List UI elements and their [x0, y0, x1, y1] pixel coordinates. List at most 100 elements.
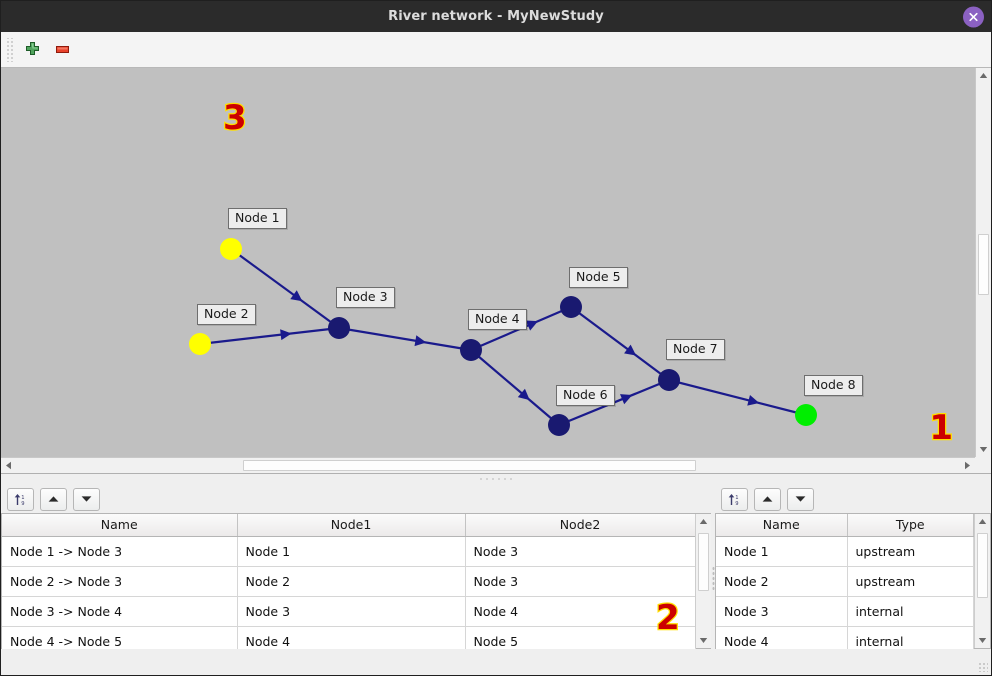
node-node5[interactable] — [560, 296, 582, 318]
node-node8[interactable] — [795, 404, 817, 426]
add-node-button[interactable] — [17, 36, 47, 64]
reaches-scroll-down-button[interactable] — [696, 633, 711, 648]
window-title: River network - MyNewStudy — [388, 9, 604, 24]
reaches-col-node2[interactable]: Node2 — [465, 514, 696, 537]
nodes-col-name[interactable]: Name — [716, 514, 848, 537]
reaches-scroll-up-button[interactable] — [696, 514, 711, 529]
nodes-scroll-down-button[interactable] — [975, 633, 990, 648]
reaches-toolbar: 1 9 — [1, 483, 711, 513]
table-row-cell[interactable]: Node 1 — [237, 536, 466, 567]
node-node1[interactable] — [220, 238, 242, 260]
table-row-cell[interactable]: Node 1 -> Node 3 — [2, 536, 238, 567]
table-row-cell[interactable]: Node 2 -> Node 3 — [2, 566, 238, 597]
node-node7[interactable] — [658, 369, 680, 391]
canvas-hscroll-thumb[interactable] — [242, 460, 696, 471]
node-node4[interactable] — [460, 339, 482, 361]
move-up-icon — [48, 496, 59, 502]
table-row-cell[interactable]: Node 3 — [716, 596, 848, 627]
scroll-right-button[interactable] — [960, 458, 975, 473]
node-label-node3[interactable]: Node 3 — [336, 287, 395, 308]
remove-node-button[interactable] — [47, 36, 77, 64]
close-window-button[interactable] — [963, 6, 984, 27]
network-graph — [189, 238, 817, 436]
canvas-vertical-scrollbar[interactable] — [975, 68, 991, 457]
scroll-left-button[interactable] — [1, 458, 16, 473]
node-node6[interactable] — [548, 414, 570, 436]
node-label-node2[interactable]: Node 2 — [197, 304, 256, 325]
edge-Node3-Node4[interactable] — [338, 326, 472, 352]
edge-arrow-icon — [280, 329, 292, 341]
chevron-up-icon — [699, 519, 708, 524]
reaches-table-scrollbar[interactable] — [695, 514, 711, 648]
node-label-node7[interactable]: Node 7 — [666, 339, 725, 360]
node-label-node4[interactable]: Node 4 — [468, 309, 527, 330]
node-label-node8[interactable]: Node 8 — [804, 375, 863, 396]
edge-arrow-icon — [290, 290, 303, 302]
reaches-move-down-button[interactable] — [73, 487, 100, 511]
node-label-node1[interactable]: Node 1 — [228, 208, 287, 229]
table-row-cell[interactable]: Node 2 — [237, 566, 466, 597]
edge-arrow-icon — [525, 320, 539, 331]
reaches-col-name[interactable]: Name — [2, 514, 238, 537]
edge-Node2-Node3[interactable] — [199, 326, 340, 346]
table-row-cell[interactable]: internal — [847, 596, 974, 627]
vertical-splitter[interactable] — [711, 483, 715, 675]
edge-Node4-Node6[interactable] — [470, 349, 560, 426]
horizontal-splitter[interactable] — [1, 474, 991, 483]
node-label-node5[interactable]: Node 5 — [569, 267, 628, 288]
scrollbar-corner — [975, 457, 991, 473]
table-row-cell[interactable]: Node 2 — [716, 566, 848, 597]
scroll-up-button[interactable] — [976, 68, 991, 83]
table-row-cell[interactable]: Node 3 -> Node 4 — [2, 596, 238, 627]
nodes-col-type[interactable]: Type — [847, 514, 974, 537]
reaches-move-up-button[interactable] — [40, 487, 67, 511]
nodes-table-scrollbar[interactable] — [974, 514, 990, 648]
diagram-panel: Node 1 Node 2 Node 3 Node 4 Node 5 Node 6 Node… — [1, 68, 991, 474]
table-row-cell[interactable]: Node 3 — [237, 596, 466, 627]
node-node3[interactable] — [328, 317, 350, 339]
table-row-cell[interactable]: Node 4 — [465, 596, 696, 627]
reaches-scroll-thumb[interactable] — [698, 533, 709, 592]
nodes-move-up-button[interactable] — [754, 487, 781, 511]
node-label-node6[interactable]: Node 6 — [556, 385, 615, 406]
canvas-horizontal-scrollbar[interactable] — [1, 457, 975, 473]
canvas-hscroll-track[interactable] — [16, 458, 960, 473]
chevron-left-icon — [6, 461, 11, 470]
edge-Node5-Node7[interactable] — [570, 306, 670, 381]
table-row-cell[interactable]: Node 3 — [465, 536, 696, 567]
reaches-col-node1[interactable]: Node1 — [237, 514, 466, 537]
chevron-up-icon — [978, 519, 987, 524]
nodes-sort-button[interactable]: 1 9 — [721, 487, 748, 511]
reaches-sort-button[interactable]: 1 9 — [7, 487, 34, 511]
scroll-down-button[interactable] — [976, 442, 991, 457]
table-row-cell[interactable]: upstream — [847, 536, 974, 567]
nodes-scroll-thumb[interactable] — [977, 533, 988, 598]
nodes-move-down-button[interactable] — [787, 487, 814, 511]
table-row-cell[interactable]: Node 3 — [465, 566, 696, 597]
canvas-vscroll-thumb[interactable] — [978, 233, 989, 295]
edge-arrow-icon — [414, 335, 427, 347]
toolbar-grip[interactable] — [5, 37, 13, 62]
nodes-pane-footer — [715, 649, 991, 675]
resize-grip-icon[interactable] — [978, 662, 988, 672]
edge-arrow-icon — [517, 388, 530, 401]
nodes-scroll-up-button[interactable] — [975, 514, 990, 529]
move-down-icon — [81, 496, 92, 502]
reaches-scroll-track[interactable] — [696, 529, 711, 633]
table-row-cell[interactable]: upstream — [847, 566, 974, 597]
canvas-vscroll-track[interactable] — [976, 83, 991, 442]
table-row-cell[interactable]: Node 1 — [716, 536, 848, 567]
nodes-scroll-track[interactable] — [975, 529, 990, 633]
node-node2[interactable] — [189, 333, 211, 355]
edge-Node7-Node8[interactable] — [668, 378, 807, 417]
edge-Node1-Node3[interactable] — [230, 248, 340, 329]
river-network-canvas[interactable]: Node 1 Node 2 Node 3 Node 4 Node 5 Node 6 Node… — [1, 68, 975, 457]
